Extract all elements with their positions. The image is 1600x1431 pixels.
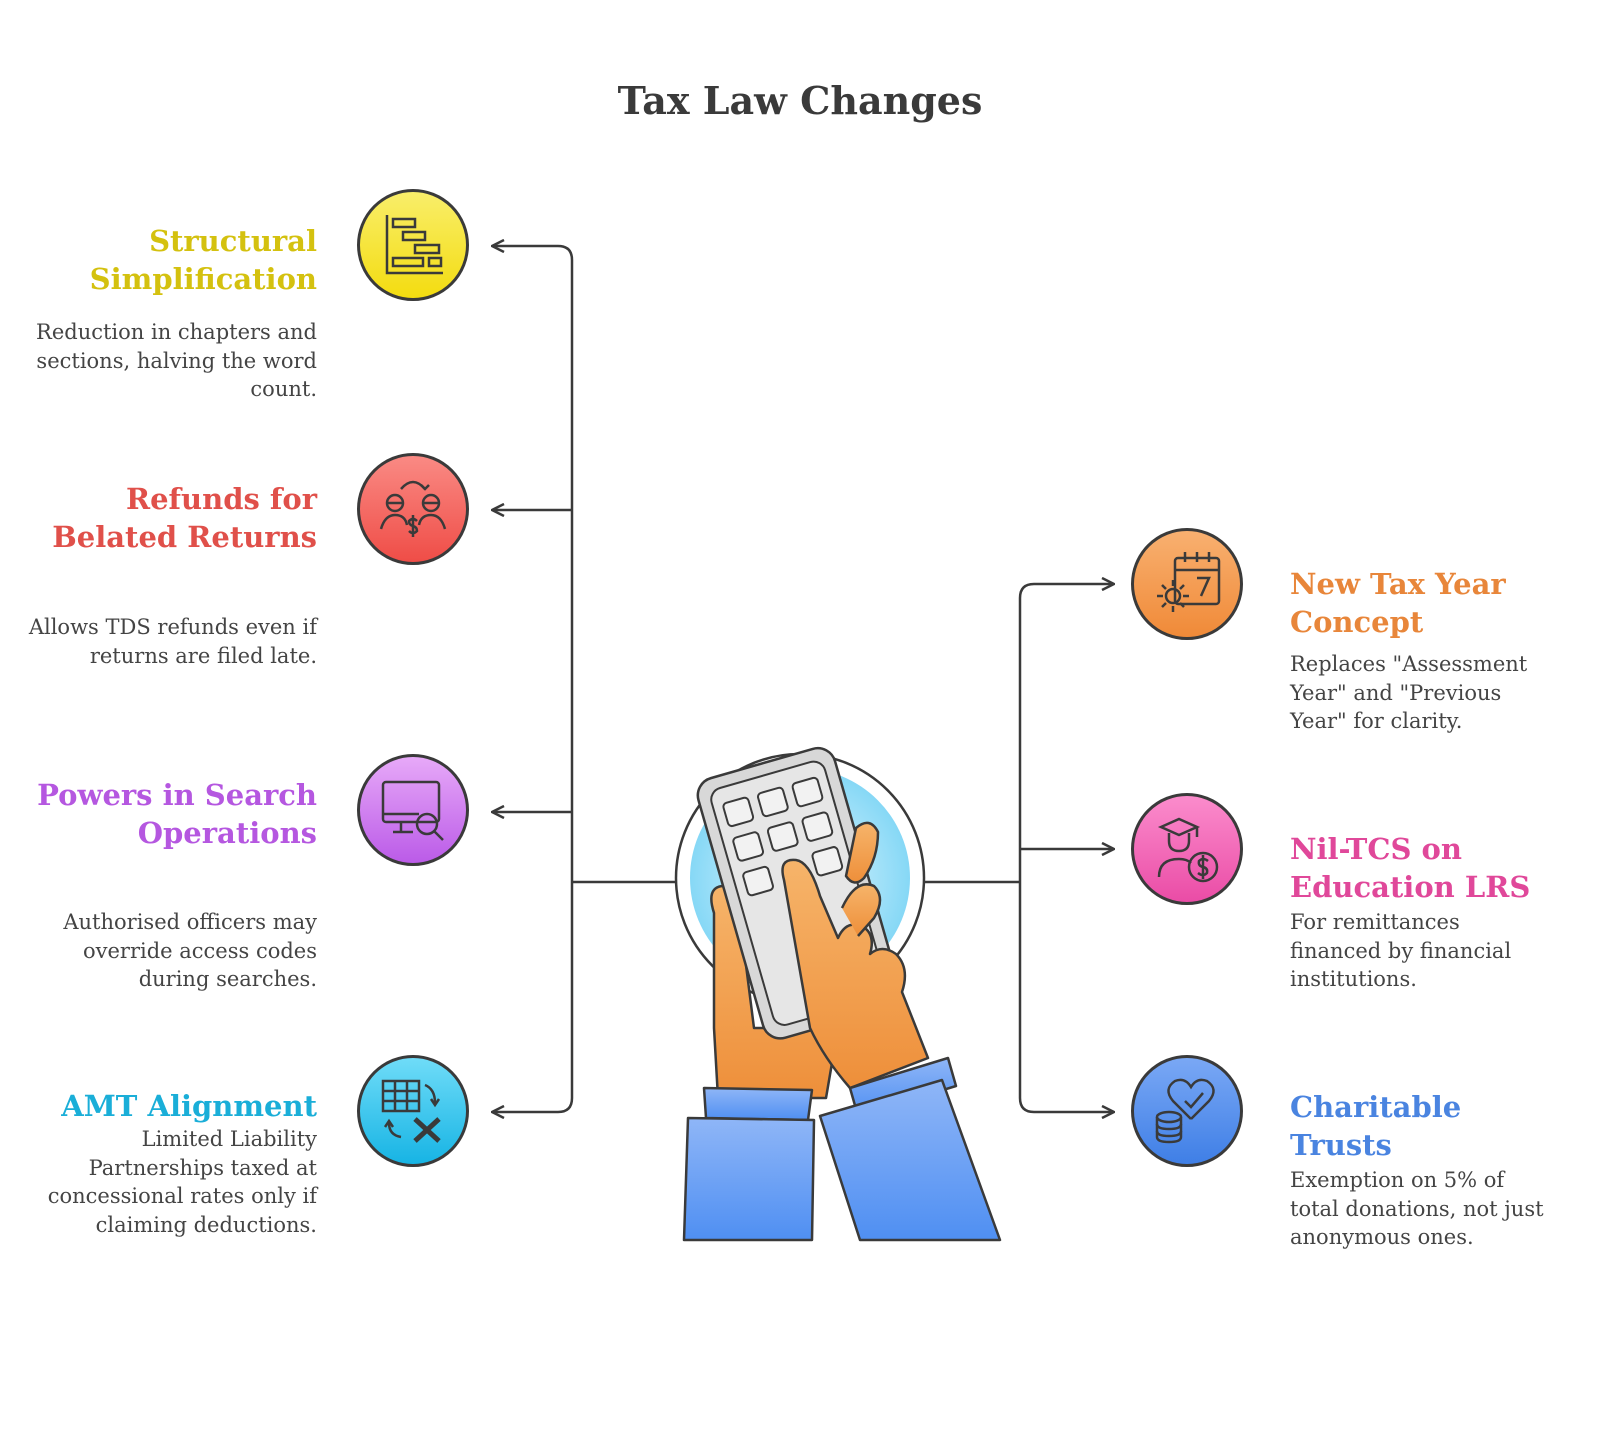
heading-taxyear: New Tax Year Concept — [1290, 567, 1506, 639]
page-title: Tax Law Changes — [617, 78, 983, 123]
people-exchange-icon — [357, 453, 469, 565]
calendar-gear-icon — [1131, 528, 1243, 640]
graduate-dollar-icon — [1131, 793, 1243, 905]
heading-charitable: Charitable Trusts — [1290, 1090, 1462, 1162]
coins-heart-icon — [1131, 1055, 1243, 1167]
calculator-hands-illustration — [674, 746, 1002, 1242]
desc-niltcs: For remittances financed by financial in… — [1290, 910, 1512, 991]
connector-charitable — [1018, 1097, 1114, 1112]
connector-structural — [492, 246, 574, 510]
monitor-search-icon — [357, 754, 469, 866]
desc-refunds: Allows TDS refunds even if returns are f… — [28, 615, 317, 668]
connector-amt — [492, 510, 574, 1112]
desc-taxyear: Replaces "Assessment Year" and "Previous… — [1290, 652, 1528, 733]
gantt-chart-icon — [357, 189, 469, 301]
heading-structural: Structural Simplification — [89, 224, 317, 296]
heading-refunds: Refunds for Belated Returns — [52, 482, 317, 554]
desc-amt: Limited Liability Partnerships taxed at … — [47, 1127, 317, 1237]
connector-taxyear — [1018, 584, 1114, 1098]
heading-niltcs: Nil-TCS on Education LRS — [1290, 832, 1531, 904]
desc-search: Authorised officers may override access … — [63, 910, 317, 991]
desc-structural: Reduction in chapters and sections, halv… — [36, 320, 317, 401]
heading-search: Powers in Search Operations — [37, 778, 317, 850]
desc-charitable: Exemption on 5% of total donations, not … — [1290, 1168, 1544, 1249]
heading-amt: AMT Alignment — [61, 1089, 317, 1123]
spreadsheet-tax-icon — [357, 1055, 469, 1167]
